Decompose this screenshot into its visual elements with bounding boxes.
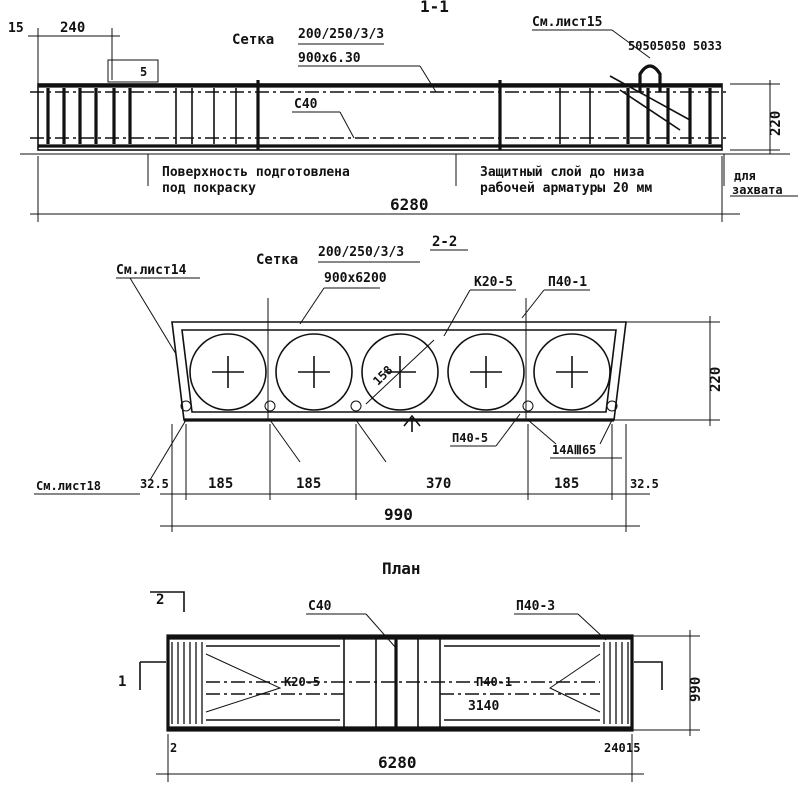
dim-left-edge: 32.5	[140, 477, 169, 491]
section-2-2-cores	[189, 333, 611, 411]
dim-span-1: 185	[208, 476, 233, 492]
section-1-1-stirrups	[46, 80, 712, 150]
section-2-2-mesh-label: Сетка	[256, 252, 298, 268]
core-1	[189, 333, 267, 411]
section-1-1-length: 6280	[390, 195, 429, 214]
section-1-1-mesh-size: 900х6.30	[298, 51, 361, 66]
section-2-2-height: 220	[708, 367, 724, 392]
section-1-1-mesh-label: Сетка	[232, 32, 274, 48]
dim-span-3: 370	[426, 476, 451, 492]
core-5	[533, 333, 611, 411]
plan-end-offset: 15	[626, 741, 640, 755]
section-2-2-hole-dia: 158	[370, 363, 395, 388]
plan-end-dims: 240	[604, 741, 626, 755]
note-lift-line: для	[734, 169, 756, 183]
section-2-2-ref-bottom: См.лист18	[36, 479, 101, 493]
section-2-2-mesh-spec: 200/250/3/3	[318, 245, 404, 260]
plan-title: План	[382, 559, 421, 578]
plan-end-right	[603, 642, 629, 724]
section-1-1-small-dim: 5	[140, 65, 147, 79]
plan-cut-2: 2	[156, 592, 164, 608]
plan-view: План 2 С40 П40-3	[118, 559, 704, 782]
section-2-2: 2-2 Сетка 200/250/3/3 900х6200 См.лист14…	[34, 234, 724, 532]
note-cover-line: Защитный слой до низа	[480, 165, 645, 180]
section-2-2-ref-k: К20-5	[474, 275, 513, 290]
dim-right-edge: 32.5	[630, 477, 659, 491]
section-1-1: 1-1 15 240 Сетка 200/250/3/3 900х6.30 Cм…	[8, 0, 798, 222]
section-1-1-note-cover: Защитный слой до низа рабочей арматуры 2…	[480, 165, 652, 196]
dim-span-4: 185	[554, 476, 579, 492]
section-1-1-height: 220	[768, 111, 784, 136]
section-2-2-width: 990	[384, 505, 413, 524]
section-2-2-ref-n1: П40-1	[548, 275, 587, 290]
section-2-2-ref-n5: П40-5	[452, 431, 488, 445]
plan-width: 990	[688, 677, 704, 702]
plan-length: 6280	[378, 753, 417, 772]
section-1-1-title: 1-1	[420, 0, 449, 16]
dim-span-2: 185	[296, 476, 321, 492]
core-3	[361, 333, 439, 411]
plan-inner-dim: 3140	[468, 699, 499, 714]
plan-ref-k: К20-5	[284, 675, 320, 689]
section-1-1-right-dims: 50505050 5033	[628, 39, 722, 53]
section-1-1-c-label: С40	[294, 97, 318, 112]
core-2	[275, 333, 353, 411]
section-2-2-ref-left: См.лист14	[116, 263, 187, 278]
note-lift-line2: захвата	[732, 183, 783, 197]
section-1-1-mesh-spec: 200/250/3/3	[298, 27, 384, 42]
note-surface-line2: под покраску	[162, 181, 256, 196]
section-2-2-bars: 14АⅢ65	[552, 443, 596, 457]
plan-ref-n3: П40-3	[516, 599, 555, 614]
plan-cut-1: 1	[118, 674, 126, 690]
plan-left-dim: 2	[170, 741, 177, 755]
note-cover-line2: рабочей арматуры 20 мм	[480, 181, 652, 196]
note-surface-line: Поверхность подготовлена	[162, 165, 350, 180]
section-2-2-title: 2-2	[432, 234, 457, 250]
core-4	[447, 333, 525, 411]
section-2-2-rebars	[180, 400, 618, 412]
plan-ref-n1: П40-1	[476, 675, 512, 689]
section-1-1-left-dim: 240	[60, 20, 85, 36]
section-1-1-note-surface: Поверхность подготовлена под покраску	[162, 165, 358, 196]
plan-c-label: С40	[308, 599, 332, 614]
plan-end-left	[171, 642, 203, 724]
section-2-2-mesh-size: 900х6200	[324, 271, 387, 286]
section-1-1-mesh-ref: Cм.лист15	[532, 15, 602, 30]
section-1-1-left-offset: 15	[8, 21, 24, 36]
section-1-1-note-lift: для захвата	[732, 169, 783, 197]
